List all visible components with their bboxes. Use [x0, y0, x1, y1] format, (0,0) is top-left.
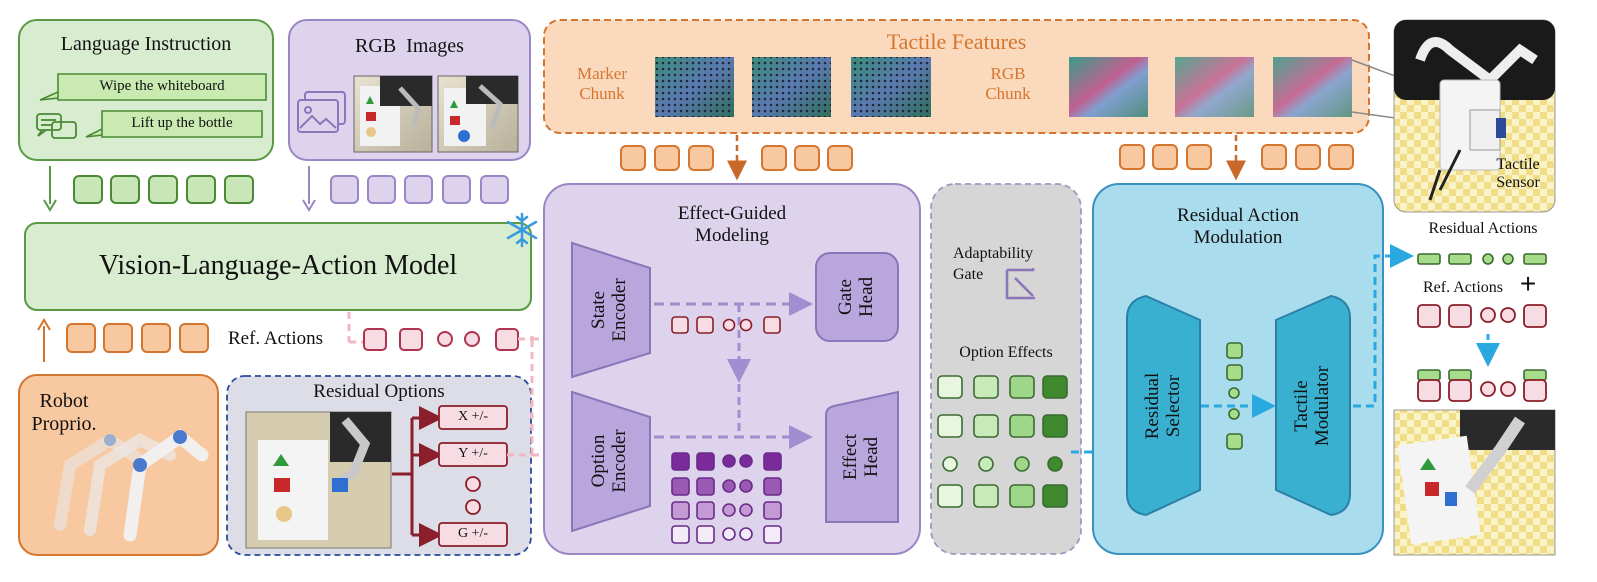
residual-options-panel [226, 337, 569, 556]
effect-head-label: Effect Head [840, 433, 882, 481]
ref-actions-token-row [347, 312, 560, 350]
rgb-token-row [302, 166, 509, 212]
robot-proprio-panel [18, 374, 219, 556]
robot-proprio-title: Robot Proprio. [31, 390, 97, 435]
option-effects-panel [930, 183, 1082, 555]
option-effects-grid [937, 375, 1068, 508]
language-instruction-title: Language Instruction [60, 33, 232, 55]
result-photo [1393, 409, 1556, 556]
vla-model-title: Vision-Language-Action Model [98, 250, 458, 281]
rgb-chunk-label: RGB Chunk [985, 64, 1031, 103]
instruction-1: Wipe the whiteboard [99, 78, 225, 94]
combined-actions-row [1417, 369, 1547, 402]
tactile-modulator-label: Tactile Modulator [1291, 365, 1333, 447]
option-encoder-label: Option Encoder [588, 429, 630, 493]
residual-selector-label: Residual Selector [1142, 372, 1184, 440]
proprio-token-row [37, 318, 209, 362]
effect-guided-modeling-panel [543, 183, 921, 555]
state-encoder-block [571, 241, 651, 379]
marker-chunk-images [655, 57, 931, 117]
language-instruction-panel [18, 19, 274, 161]
tactile-sensor-label: Tactile Sensor [1496, 156, 1540, 192]
chat-bubbles-icon [36, 113, 77, 139]
tactile-features-panel [543, 19, 1469, 134]
residual-actions-output-label: Residual Actions [1428, 220, 1538, 237]
state-encoder-label: State Encoder [588, 278, 630, 342]
gate-head-block [815, 252, 899, 342]
option-token-grid [671, 452, 782, 544]
gate-corner-icon [1005, 268, 1035, 300]
tactile-features-title: Tactile Features [886, 29, 1027, 54]
tactile-token-rows [620, 144, 1354, 171]
ref-actions-output-label: Ref. Actions [1423, 279, 1503, 296]
ref-actions-label: Ref. Actions [228, 328, 323, 349]
residual-selector-block [1126, 294, 1201, 517]
effect-head-block [825, 390, 899, 523]
tactile-modulator-block [1275, 294, 1351, 517]
rgb-images-title: RGB Images [355, 35, 464, 57]
rgb-chunk-images [1069, 57, 1352, 117]
option-encoder-block [571, 390, 651, 533]
option-x: X +/- [457, 409, 489, 424]
option-branch-arrows [392, 406, 443, 547]
tactile-sensor-photo [1393, 19, 1556, 213]
residual-options-title: Residual Options [313, 381, 445, 402]
residual-modulation-title: Residual Action Modulation [1177, 205, 1299, 248]
adaptability-gate-label: Adaptability Gate [953, 245, 1033, 283]
residual-options-photo [245, 411, 392, 549]
rgb-photo-1 [353, 75, 433, 153]
vla-model-panel [24, 212, 538, 311]
residual-action-modulation-panel [1092, 183, 1384, 555]
marker-chunk-label: Marker Chunk [576, 64, 628, 103]
option-effects-label: Option Effects [959, 344, 1053, 361]
gate-head-label: Gate Head [835, 276, 877, 318]
rgb-images-panel [288, 19, 531, 161]
frozen-snowflake-icon [506, 212, 538, 248]
robot-arm-illustration [54, 428, 209, 542]
language-token-row [43, 166, 254, 212]
residual-actions-output-row [1417, 253, 1547, 265]
option-y: Y +/- [458, 446, 488, 461]
image-gallery-icon [297, 91, 346, 133]
ref-actions-output-row [1417, 304, 1547, 328]
plus-sign: + [1519, 268, 1537, 299]
option-g: G +/- [457, 526, 489, 541]
rgb-photo-2 [437, 75, 519, 153]
instruction-2: Lift up the bottle [131, 115, 233, 131]
effect-guided-title: Effect-Guided Modeling [677, 203, 787, 246]
